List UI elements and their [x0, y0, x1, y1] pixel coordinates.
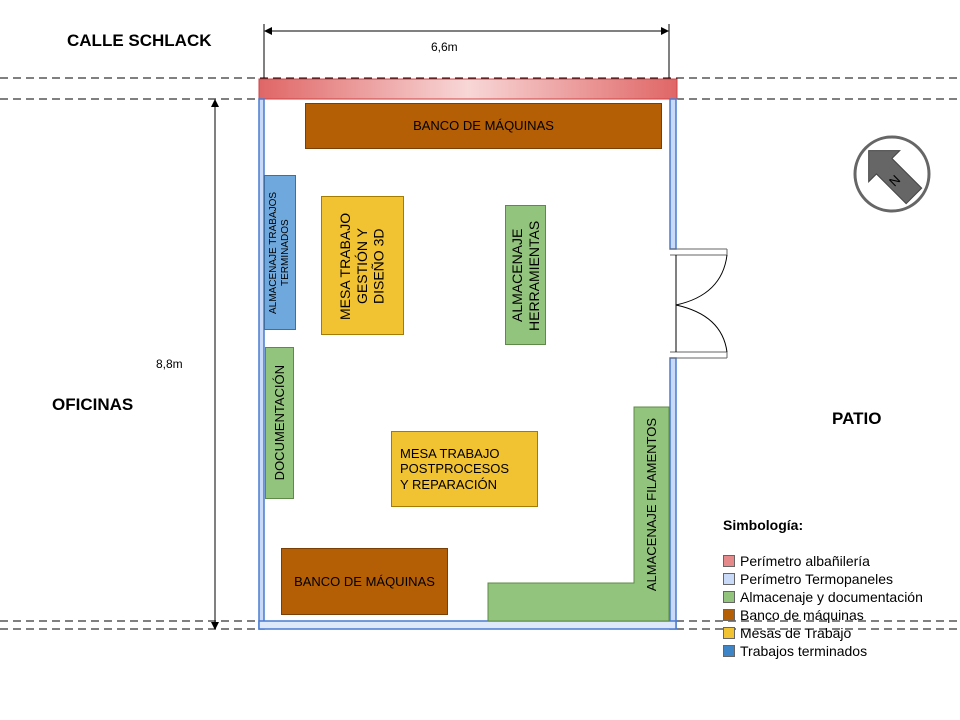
legend-label-masonry: Perímetro albañilería	[740, 553, 870, 569]
tool-storage: ALMACENAJE HERRAMIENTAS	[505, 205, 546, 345]
legend-swatch-storage	[723, 591, 735, 603]
design-worktable: MESA TRABAJO GESTIÓN Y DISEÑO 3D	[321, 196, 404, 335]
filament-storage: ALMACENAJE FILAMENTOS	[634, 407, 669, 603]
legend-swatch-machines	[723, 609, 735, 621]
legend-title: Simbología:	[723, 517, 804, 533]
legend-swatch-masonry	[723, 555, 735, 567]
legend-item-masonry: Perímetro albañilería	[723, 553, 870, 569]
legend-item-finished: Trabajos terminados	[723, 643, 867, 659]
legend-item-machines: Banco de máquinas	[723, 607, 864, 623]
street-label: CALLE SCHLACK	[67, 31, 212, 50]
legend-label-storage: Almacenaje y documentación	[740, 589, 923, 605]
machine-bench-top: BANCO DE MÁQUINAS	[305, 103, 662, 149]
machine-bench-top-label: BANCO DE MÁQUINAS	[413, 118, 554, 134]
legend-label-tables: Mesas de Trabajo	[740, 625, 852, 641]
width-dimension-label: 6,6m	[431, 40, 458, 54]
patio-label: PATIO	[832, 409, 882, 428]
legend-item-tables: Mesas de Trabajo	[723, 625, 851, 641]
legend-item-thermopanels: Perímetro Termopaneles	[723, 571, 893, 587]
machine-bench-bottom-label: BANCO DE MÁQUINAS	[294, 573, 435, 589]
legend-label-finished: Trabajos terminados	[740, 643, 868, 659]
documentation-storage: DOCUMENTACIÓN	[265, 347, 294, 499]
machine-bench-bottom: BANCO DE MÁQUINAS	[281, 548, 448, 615]
legend-label-machines: Banco de máquinas	[740, 607, 864, 623]
postprocess-worktable-label: MESA TRABAJO POSTPROCESOS Y REPARACIÓN	[400, 445, 510, 492]
legend-swatch-thermopanels	[723, 573, 735, 585]
north-compass-icon: N	[853, 135, 931, 213]
filament-storage-label: ALMACENAJE FILAMENTOS	[643, 418, 659, 592]
offices-label: OFICINAS	[52, 395, 134, 414]
finished-work-storage: ALMACENAJE TRABAJOS TERMINADOS	[264, 175, 296, 330]
postprocess-worktable: MESA TRABAJO POSTPROCESOS Y REPARACIÓN	[391, 431, 538, 507]
legend-swatch-finished	[723, 645, 735, 657]
legend-swatch-tables	[723, 627, 735, 639]
legend-label-thermopanels: Perímetro Termopaneles	[740, 571, 894, 587]
height-dimension-label: 8,8m	[156, 357, 183, 371]
legend-item-storage: Almacenaje y documentación	[723, 589, 923, 605]
